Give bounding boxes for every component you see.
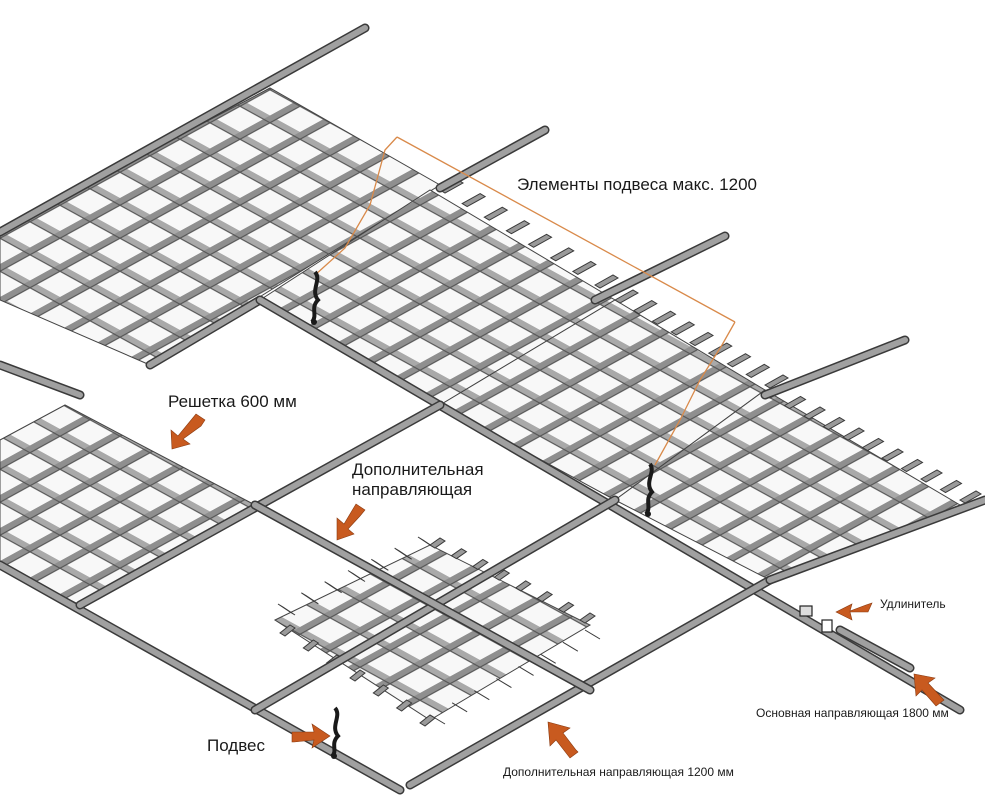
grid-panel-floating <box>273 544 592 721</box>
arrow-icon-extender <box>835 602 873 621</box>
arrow-icon-main <box>913 673 945 707</box>
grid-tooth <box>745 363 771 378</box>
grid-tooth <box>689 331 714 347</box>
hanger-icon-3 <box>330 706 341 759</box>
grid-tooth <box>429 537 446 549</box>
grid-tooth <box>302 639 320 652</box>
grid-tooth <box>540 653 556 664</box>
grid-tooth <box>372 684 390 697</box>
grid-tooth <box>277 603 296 616</box>
grid-tooth <box>562 641 579 652</box>
grid-tooth <box>822 416 846 431</box>
grid-tooth <box>527 233 553 248</box>
grid-tooth <box>549 247 575 262</box>
grid-tooth <box>651 310 677 325</box>
grid-tooth <box>881 448 904 462</box>
grid-tooth <box>493 569 511 581</box>
grid-tooth <box>514 580 532 592</box>
arrow-icon-additional-1200 <box>547 721 579 759</box>
rail-main-top-4 <box>760 335 910 400</box>
grid-tooth <box>429 714 446 725</box>
grid-tooth <box>505 220 531 235</box>
label-additional-guide-1200: Дополнительная направляющая 1200 мм <box>503 765 734 779</box>
grid-tooth <box>394 547 412 560</box>
grid-tooth <box>959 490 982 504</box>
label-grid-600: Решетка 600 мм <box>168 392 297 411</box>
grid-tooth <box>496 678 512 689</box>
arrows <box>170 413 945 759</box>
grid-tooth <box>395 699 413 712</box>
rail-main-top-3 <box>590 231 730 305</box>
grid-tooth <box>324 581 342 594</box>
grid-tooth <box>632 300 658 315</box>
label-additional-guide-line1: Дополнительная <box>352 460 484 479</box>
frame-rails <box>0 23 985 795</box>
hanger-icon-1 <box>310 270 321 325</box>
rail-main-lower <box>835 625 915 673</box>
grid-tooth <box>726 353 752 368</box>
grid-tooth <box>471 558 489 571</box>
rail-cross-3 <box>405 575 775 790</box>
label-suspension-elements: Элементы подвеса макс. 1200 <box>517 175 758 194</box>
grid-tooth <box>842 427 865 441</box>
label-extender: Удлинитель <box>880 597 946 611</box>
grid-tooth <box>536 590 554 603</box>
hanger-icon-2 <box>644 462 655 517</box>
grid-tooth <box>707 342 733 357</box>
grid-tooth <box>939 479 963 494</box>
grid-tooth <box>279 624 296 637</box>
grid-tooth <box>349 669 366 682</box>
rail-long-2 <box>145 295 265 370</box>
label-additional-guide: Дополнительная направляющая <box>352 460 484 499</box>
grid-panel-top-left <box>0 87 441 366</box>
arrow-icon-grid <box>170 413 206 450</box>
rail-long-1 <box>0 360 85 400</box>
grid-tooth <box>557 601 575 613</box>
rail-main-top-1 <box>0 23 370 237</box>
grid-tooth <box>579 612 596 624</box>
grid-tooth <box>301 592 319 605</box>
grid-tooth <box>803 406 826 420</box>
grid-tooth <box>461 192 487 208</box>
grid-tooth <box>764 374 789 389</box>
grid-tooth <box>900 458 924 473</box>
extender-icon <box>799 605 833 633</box>
suspension-dimension-lines <box>314 136 736 466</box>
grid-tooth <box>594 274 619 289</box>
arrow-icon-additional <box>336 503 366 541</box>
grid-tooth <box>670 321 696 336</box>
grid-tooth <box>571 260 597 276</box>
grid-tooth <box>518 665 534 676</box>
rail-main-top-2 <box>435 125 550 193</box>
grid-tooth <box>450 548 468 560</box>
grid-tooth <box>861 437 885 452</box>
grid-tooth <box>371 558 389 571</box>
label-hanger: Подвес <box>207 736 266 755</box>
grid-tooth <box>483 206 509 221</box>
grid-tooth <box>614 289 639 304</box>
grid-tooth <box>920 469 943 483</box>
label-main-guide: Основная направляющая 1800 мм <box>756 706 949 720</box>
grid-tooth <box>451 702 468 713</box>
rail-cross-4 <box>765 495 985 585</box>
grid-tooth <box>584 629 601 640</box>
grid-tooth <box>783 395 807 410</box>
rail-additional-inner <box>250 500 595 695</box>
label-additional-guide-line2: направляющая <box>352 479 473 499</box>
arrow-icon-hanger <box>291 723 331 749</box>
grid-tooth <box>474 690 490 701</box>
grid-tooth <box>347 570 366 582</box>
